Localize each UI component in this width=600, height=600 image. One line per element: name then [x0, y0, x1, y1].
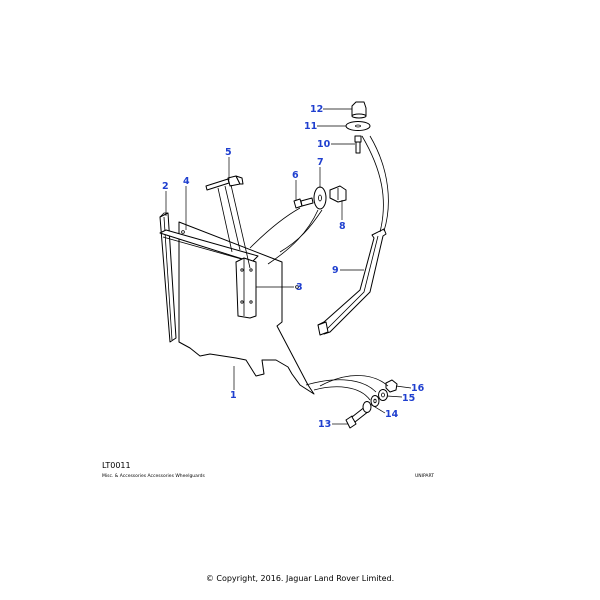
callout-7: 7 — [317, 157, 324, 168]
callout-14: 14 — [385, 409, 399, 420]
assembly-guide-lines-6-7 — [249, 207, 323, 265]
callout-3: 3 — [296, 282, 303, 293]
copyright-notice: © Copyright, 2016. Jaguar Land Rover Lim… — [205, 574, 395, 583]
part-10-bolt — [354, 135, 362, 154]
callout-2: 2 — [162, 181, 169, 192]
part-16-nut — [385, 379, 398, 393]
brand-label: UNIPART — [415, 474, 435, 479]
assembly-guide-line-9 — [361, 135, 389, 233]
part-11-large-washer — [345, 121, 371, 131]
diagram-code: LT0011 — [102, 461, 131, 470]
part-5-long-bolt — [205, 175, 244, 191]
assembly-guide-lines-5 — [217, 184, 251, 269]
callout-8: 8 — [339, 221, 346, 232]
callout-4: 4 — [183, 176, 190, 187]
callout-15: 15 — [402, 393, 415, 404]
part-15-washer — [378, 389, 388, 401]
part-14-washers — [362, 395, 380, 413]
callout-11: 11 — [304, 121, 317, 132]
part-6-screw — [293, 197, 314, 209]
callout-labels: 1 2 3 4 5 6 7 8 9 10 11 12 13 14 15 16 — [162, 104, 425, 430]
callout-10: 10 — [317, 139, 331, 150]
callout-5: 5 — [225, 147, 232, 158]
part-4-mounting-strip — [159, 229, 259, 263]
callout-1: 1 — [230, 390, 237, 401]
part-9-curved-stay — [317, 228, 387, 336]
part-8-clip-nut — [329, 185, 347, 203]
callout-13: 13 — [318, 419, 331, 430]
callout-16: 16 — [411, 383, 425, 394]
part-7-washer — [313, 186, 327, 210]
callout-9: 9 — [332, 265, 339, 276]
assembly-guide-lines-lower — [305, 375, 389, 401]
callout-6: 6 — [292, 170, 299, 181]
callout-leaders — [165, 108, 412, 425]
part-12-buffer — [351, 101, 367, 119]
callout-12: 12 — [310, 104, 323, 115]
diagram-description: Misc. & Accessories Accessories Wheelgua… — [102, 474, 205, 479]
part-3-bracket-plate — [235, 257, 257, 319]
